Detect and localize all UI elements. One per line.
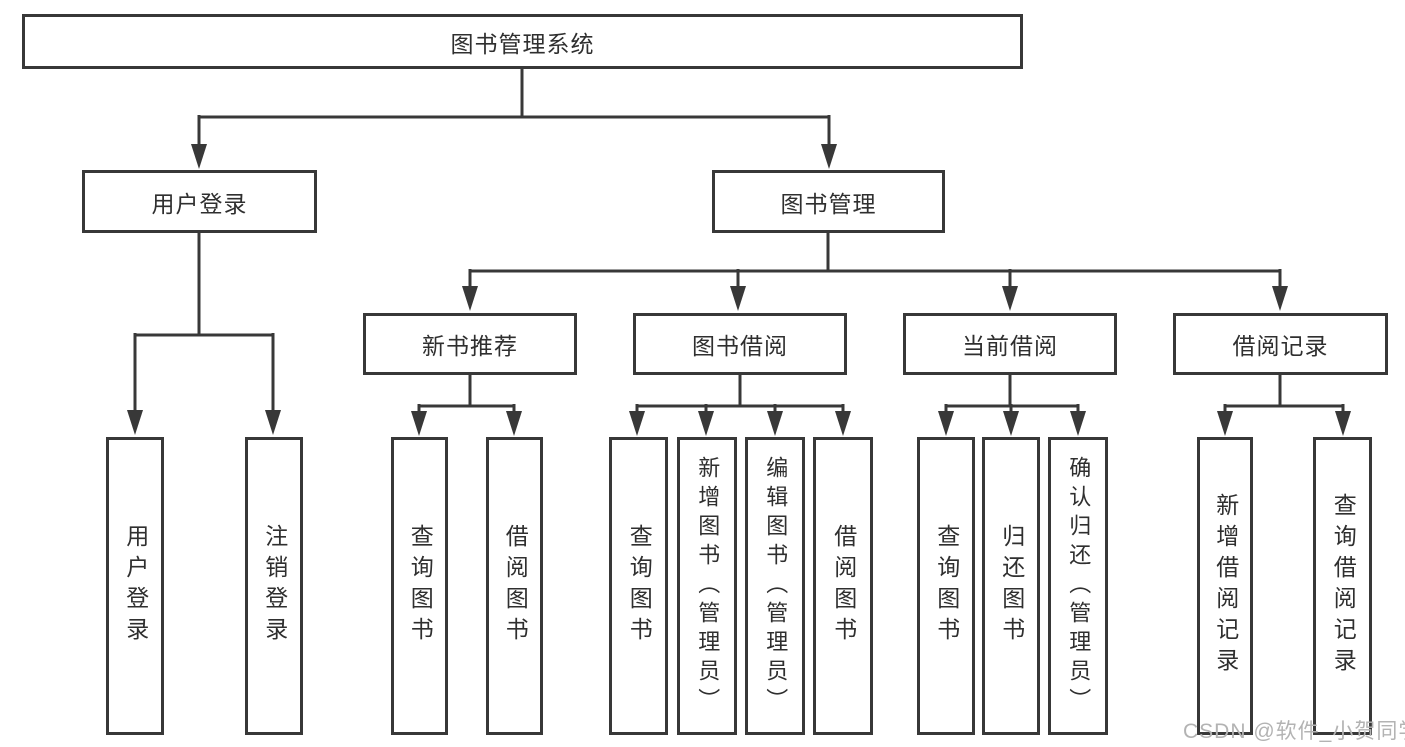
leaf-query-books-2-label: 查询图书 [626, 524, 653, 648]
leaf-logout: 注销登录 [245, 437, 303, 735]
leaf-borrow-books-2: 借阅图书 [813, 437, 873, 735]
leaf-user-login-label: 用户登录 [122, 524, 149, 648]
leaf-confirm-return-admin: 确认归还（管理员） [1048, 437, 1108, 735]
leaf-query-borrow-record-label: 查询借阅记录 [1330, 493, 1357, 679]
node-book-management-label: 图书管理 [780, 190, 877, 217]
leaf-logout-label: 注销登录 [261, 524, 288, 648]
leaf-add-book-admin: 新增图书（管理员） [677, 437, 737, 735]
node-user-login: 用户登录 [82, 170, 317, 233]
node-borrow-records: 借阅记录 [1173, 313, 1388, 375]
leaf-query-books-1: 查询图书 [391, 437, 448, 735]
connector-bookmgmt-children [462, 233, 1288, 311]
leaf-query-borrow-record: 查询借阅记录 [1313, 437, 1372, 735]
watermark: CSDN @软件_小贺同学 [1183, 720, 1405, 743]
node-root-label: 图书管理系统 [450, 30, 595, 57]
leaf-edit-book-admin-label: 编辑图书（管理员） [763, 455, 789, 717]
connector-borrowrecords-children [1217, 375, 1351, 436]
connector-bookborrow-children [629, 375, 851, 436]
leaf-confirm-return-admin-label: 确认归还（管理员） [1066, 455, 1092, 717]
leaf-add-book-admin-label: 新增图书（管理员） [695, 455, 721, 717]
node-new-book-recommend-label: 新书推荐 [422, 333, 518, 359]
node-new-book-recommend: 新书推荐 [363, 313, 577, 375]
node-book-management: 图书管理 [712, 170, 945, 233]
leaf-query-books-1-label: 查询图书 [407, 524, 434, 648]
leaf-query-books-3: 查询图书 [917, 437, 975, 735]
leaf-edit-book-admin: 编辑图书（管理员） [745, 437, 805, 735]
node-book-borrow: 图书借阅 [633, 313, 847, 375]
leaf-return-books-label: 归还图书 [998, 524, 1025, 648]
connector-currentborrow-children [938, 375, 1086, 436]
connector-root-to-level2 [191, 68, 837, 169]
leaf-borrow-books-2-label: 借阅图书 [830, 524, 857, 648]
node-root: 图书管理系统 [22, 14, 1023, 69]
connector-newbooks-children [411, 375, 522, 436]
leaf-user-login: 用户登录 [106, 437, 164, 735]
leaf-borrow-books-1: 借阅图书 [486, 437, 543, 735]
leaf-add-borrow-record-label: 新增借阅记录 [1212, 493, 1239, 679]
leaf-borrow-books-1-label: 借阅图书 [502, 524, 529, 648]
node-current-borrow-label: 当前借阅 [962, 333, 1058, 359]
node-borrow-records-label: 借阅记录 [1232, 333, 1329, 359]
node-current-borrow: 当前借阅 [903, 313, 1117, 375]
leaf-return-books: 归还图书 [982, 437, 1040, 735]
node-book-borrow-label: 图书借阅 [692, 333, 788, 359]
leaf-query-books-3-label: 查询图书 [933, 524, 960, 648]
leaf-add-borrow-record: 新增借阅记录 [1197, 437, 1253, 735]
leaf-query-books-2: 查询图书 [609, 437, 668, 735]
connector-userlogin-children [127, 233, 281, 435]
node-user-login-label: 用户登录 [151, 190, 248, 217]
